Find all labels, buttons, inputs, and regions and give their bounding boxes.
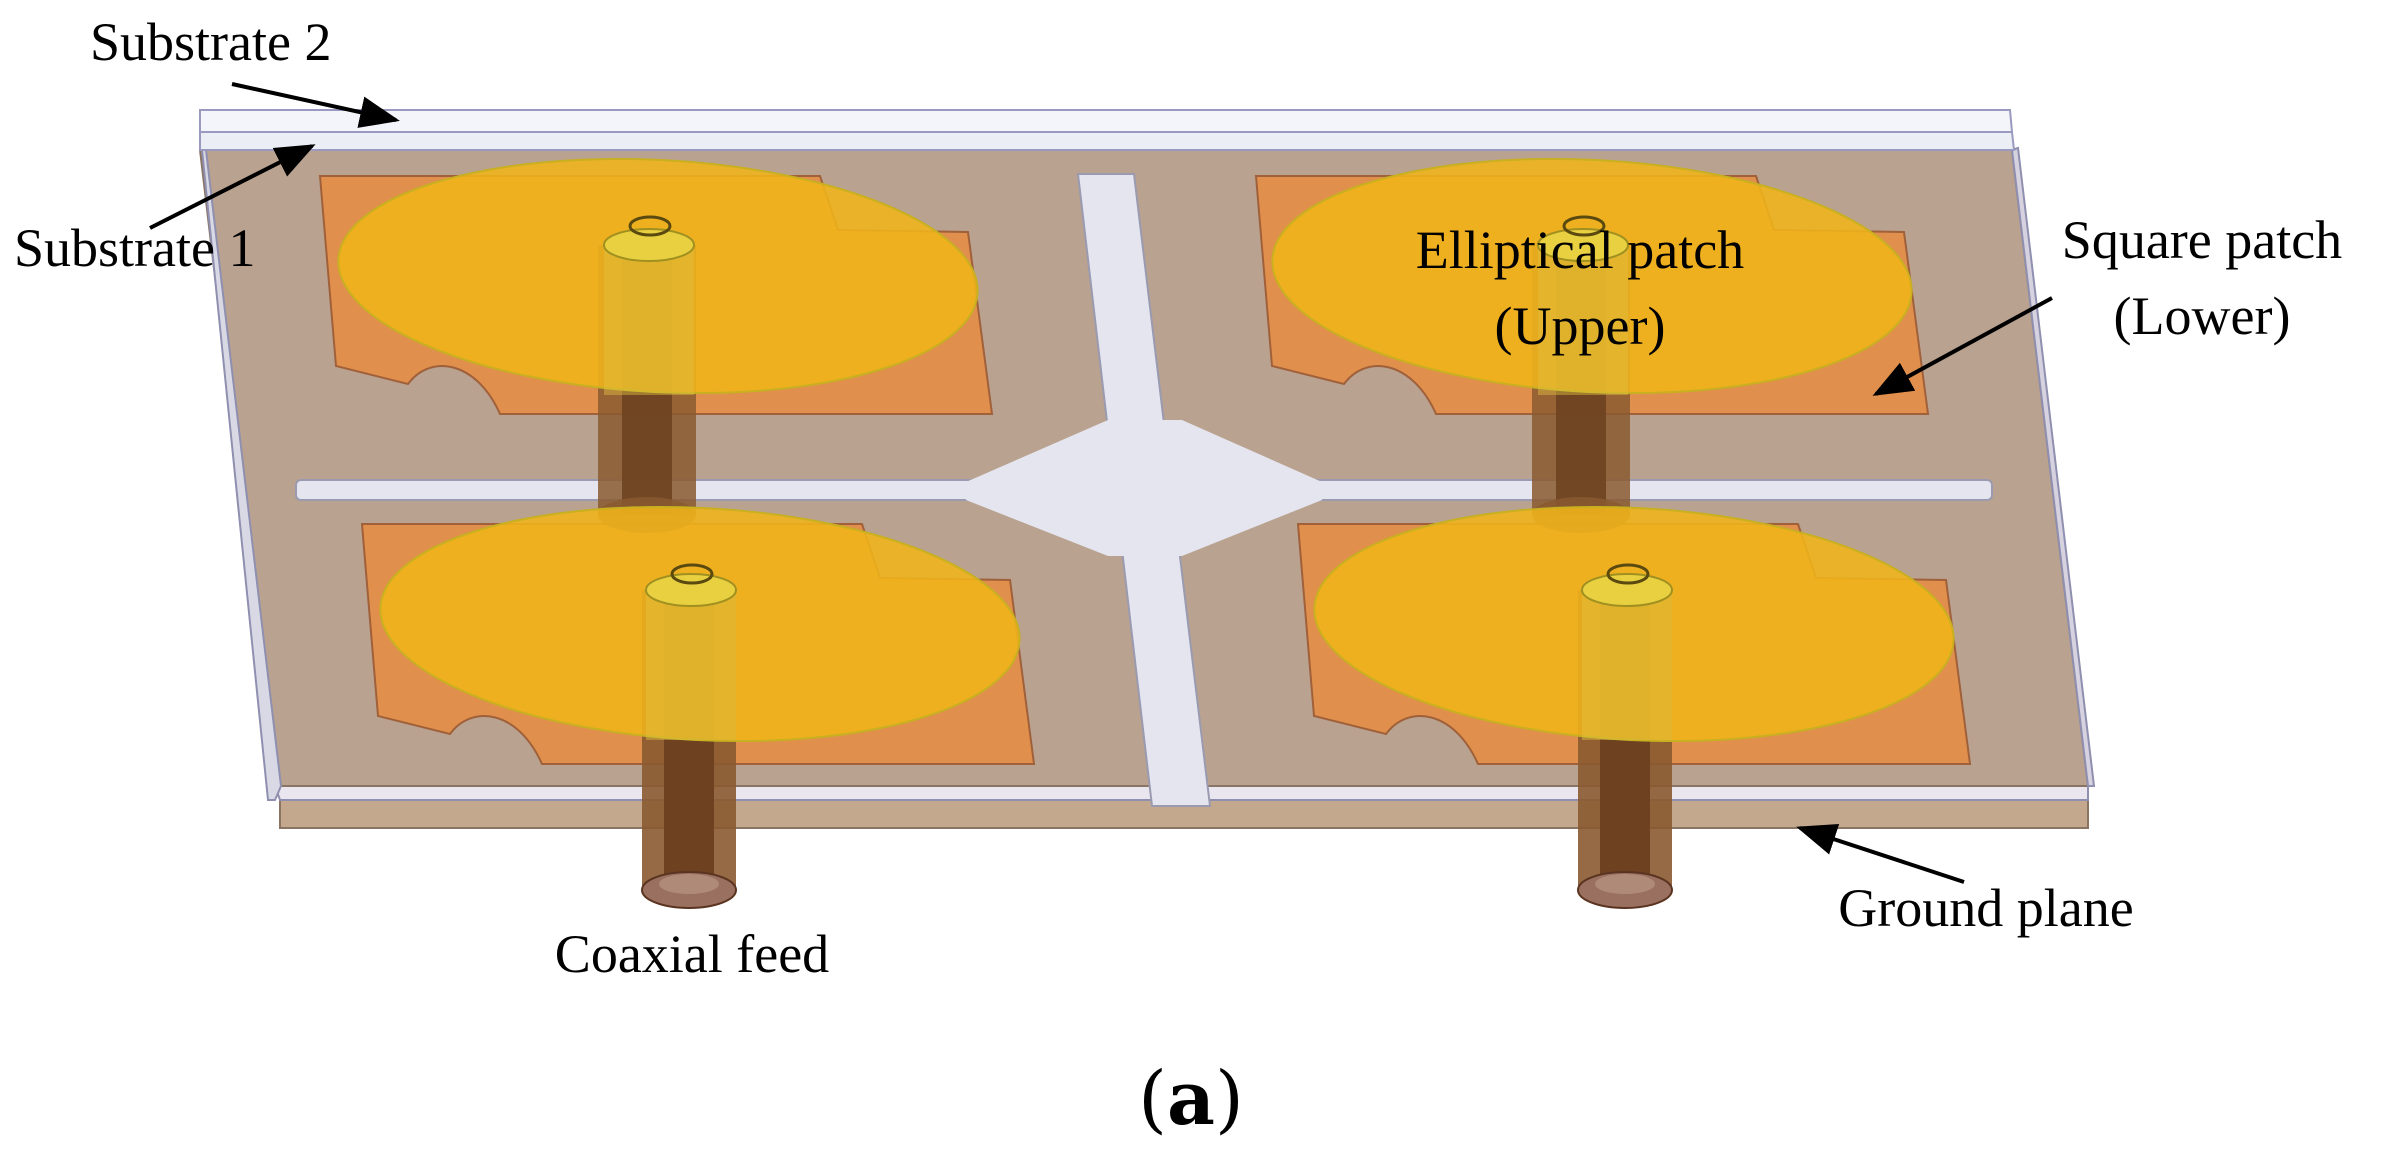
label-elliptical-upper: (Upper) xyxy=(1495,296,1666,356)
feed-pin-bottom-left xyxy=(645,563,737,740)
labels: Substrate 2 Substrate 1 Elliptical patch… xyxy=(14,12,2342,984)
label-square-lower: (Lower) xyxy=(2114,286,2291,346)
feed-pin-top-right xyxy=(1537,215,1629,395)
elliptical-patch-bottom-right xyxy=(1313,505,1955,743)
feed-pin-tops xyxy=(603,215,1673,740)
arrow-icon xyxy=(1796,824,1965,884)
elliptical-patch-top-left xyxy=(337,157,979,395)
label-coaxial-feed: Coaxial feed xyxy=(555,924,829,984)
label-ground-plane: Ground plane xyxy=(1838,878,2133,938)
label-square-patch: Square patch xyxy=(2062,210,2342,270)
label-elliptical-patch: Elliptical patch xyxy=(1416,220,1744,280)
elliptical-patch-top-right xyxy=(1271,157,1913,395)
figure-caption: (a) xyxy=(1138,1056,1244,1142)
feed-pin-bottom-right xyxy=(1581,563,1673,740)
elliptical-patches xyxy=(337,157,1955,743)
annotation-arrows xyxy=(149,82,2053,884)
feed-pin-top-left xyxy=(603,215,695,395)
arrow-icon xyxy=(149,144,316,230)
slot-junction xyxy=(966,420,1322,556)
label-substrate-2: Substrate 2 xyxy=(90,12,331,72)
elliptical-patch-bottom-left xyxy=(379,505,1021,743)
label-substrate-1: Substrate 1 xyxy=(14,218,255,278)
arrow-icon xyxy=(231,82,400,128)
arrow-icon xyxy=(1872,296,2053,396)
substrate2-layer xyxy=(199,109,2014,133)
substrate2-lower-strip xyxy=(199,131,2016,151)
